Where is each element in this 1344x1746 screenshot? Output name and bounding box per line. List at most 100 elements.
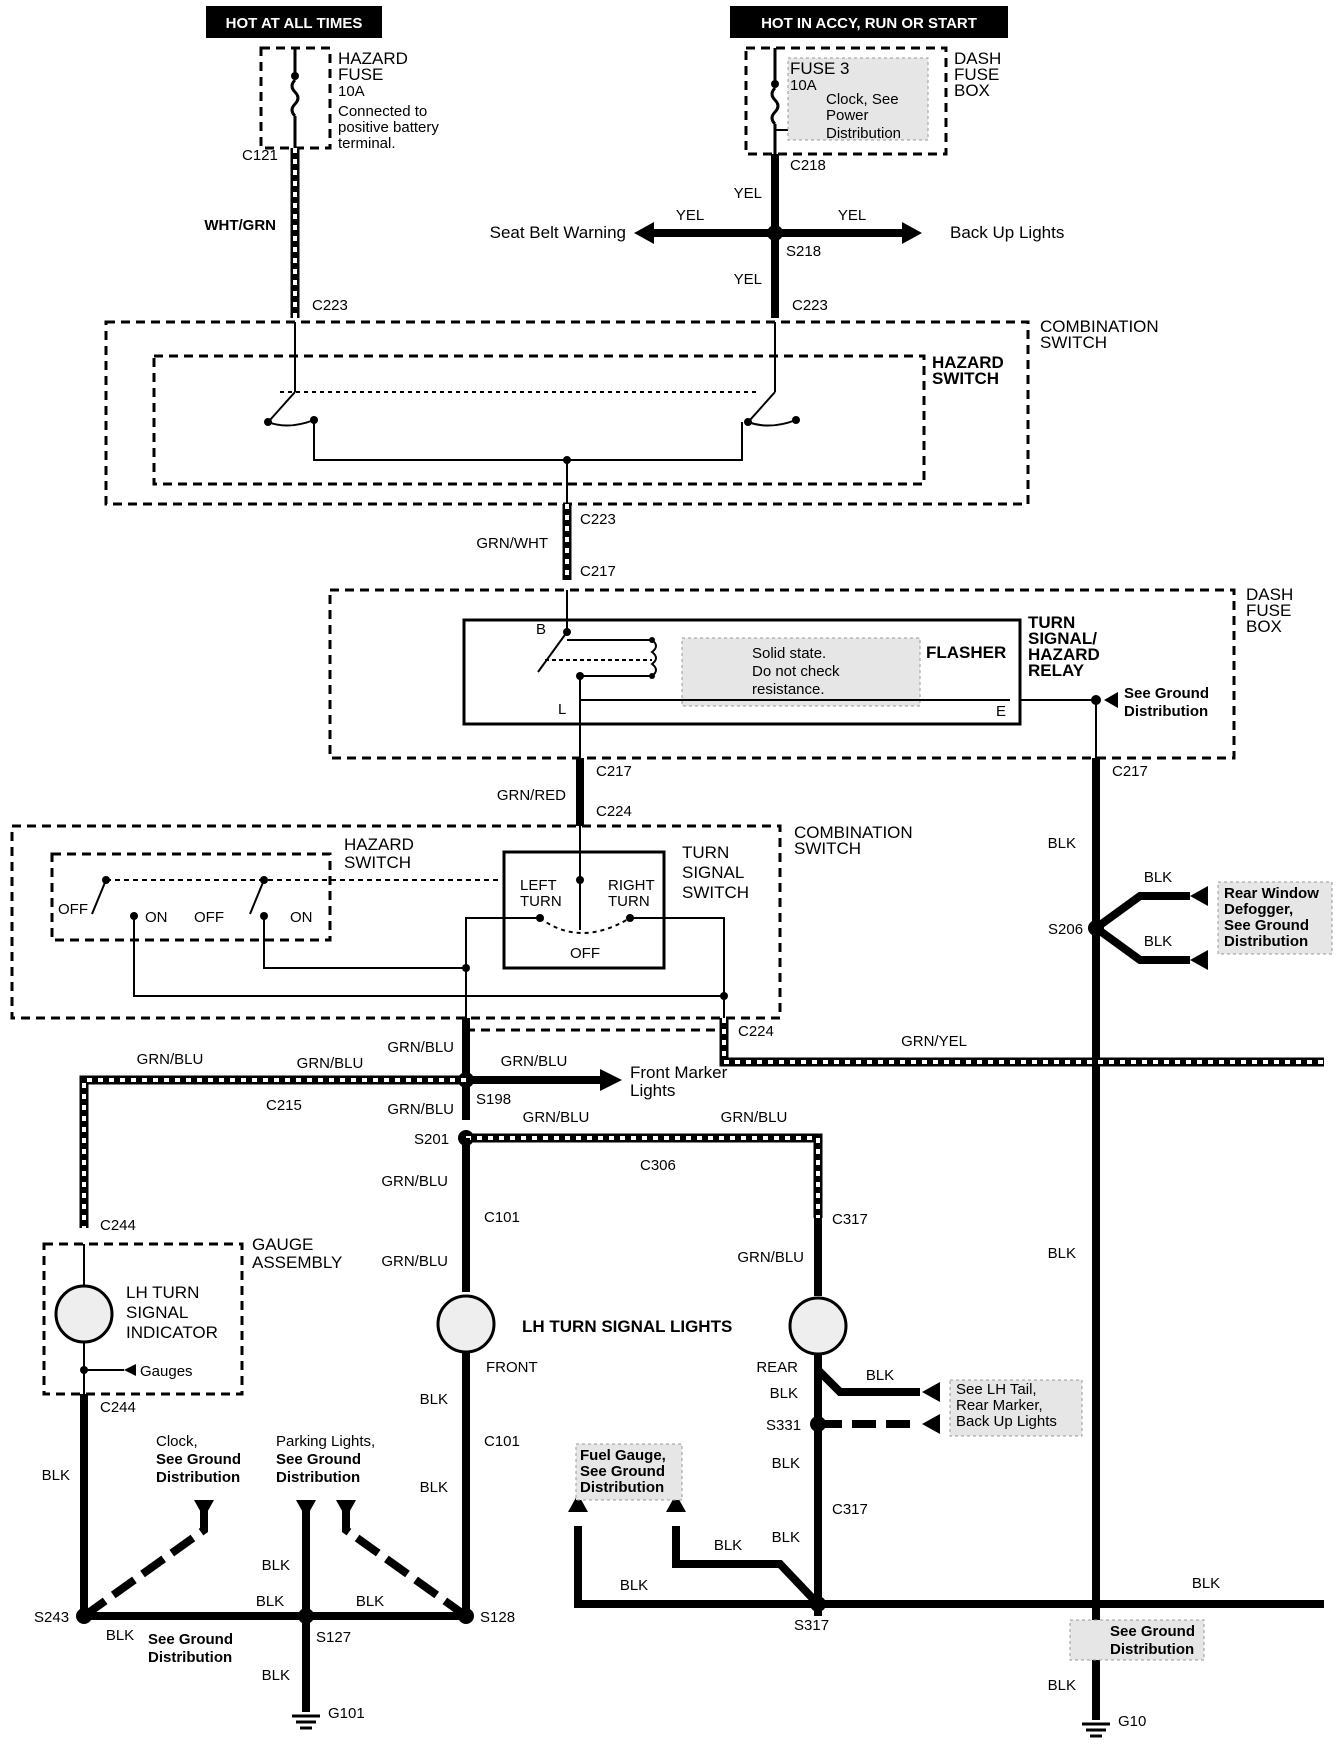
wire-grn-wht: GRN/WHT <box>476 535 548 552</box>
dest-back-up-lights: Back Up Lights <box>950 223 1064 242</box>
fuse-3-label: FUSE 3 <box>790 59 850 78</box>
wire-grn-red: GRN/RED <box>497 787 566 804</box>
dash-fuse-box-top-label-2: FUSE <box>954 65 999 84</box>
relay-pin-b: B <box>536 621 546 638</box>
hazard-mid-on-1: ON <box>145 909 168 926</box>
hazard-switch-mid <box>50 852 332 942</box>
wire-grn-blu-left-2: GRN/BLU <box>297 1055 364 1072</box>
wire-wht-grn: WHT/GRN <box>204 217 276 234</box>
wire-blk-s243: BLK <box>106 1627 134 1644</box>
relay-pin-l: L <box>558 701 566 718</box>
lh-tail-2: Rear Marker, <box>956 1397 1043 1414</box>
ground-g10: G10 <box>1118 1713 1146 1730</box>
clock-ref-1: Clock, <box>156 1433 198 1450</box>
relay-pin-e: E <box>996 703 1006 720</box>
connector-c244-top: C244 <box>100 1217 136 1234</box>
connector-c121: C121 <box>242 147 278 164</box>
connector-c101-bot: C101 <box>484 1433 520 1450</box>
hazard-fuse-name: HAZARD <box>338 49 408 68</box>
gauge-assembly-2: ASSEMBLY <box>252 1253 342 1272</box>
rear-window-1: Rear Window <box>1224 885 1319 902</box>
connector-c223-left: C223 <box>312 297 348 314</box>
lh-tail-3: Back Up Lights <box>956 1413 1057 1430</box>
wire-blk-fuel-2: BLK <box>714 1537 742 1554</box>
gauge-assembly <box>42 1242 244 1396</box>
rear-lamp-icon <box>788 1296 848 1356</box>
splice-s201: S201 <box>414 1131 449 1148</box>
fuse-3-rating: 10A <box>790 77 817 94</box>
front-marker-1: Front Marker <box>630 1063 728 1082</box>
gauges-label: Gauges <box>140 1363 193 1380</box>
wire-grn-yel: GRN/YEL <box>901 1033 967 1050</box>
relay-title-1: TURN <box>1028 613 1075 632</box>
rear-light-label: REAR <box>756 1359 798 1376</box>
connector-c317-bot: C317 <box>832 1501 868 1518</box>
lh-turn-indicator-lamp-icon <box>54 1284 114 1344</box>
relay-solid-state-3: resistance. <box>752 681 825 698</box>
fuel-gauge-2: See Ground <box>580 1463 665 1480</box>
hazard-switch-top-label-2: SWITCH <box>932 369 999 388</box>
hazard-fuse-note-1: Connected to <box>338 103 427 120</box>
splice-s206: S206 <box>1048 921 1083 938</box>
lh-turn-indicator-3: INDICATOR <box>126 1323 218 1342</box>
hazard-fuse-note-3: terminal. <box>338 135 396 152</box>
connector-c224-top: C224 <box>596 803 632 820</box>
turn-signal-switch-3: SWITCH <box>682 883 749 902</box>
dest-seat-belt-warning: Seat Belt Warning <box>490 223 626 242</box>
wire-grn-blu-rear-light: GRN/BLU <box>737 1249 804 1266</box>
combination-switch-top-label-2: SWITCH <box>1040 333 1107 352</box>
front-light-label: FRONT <box>486 1359 538 1376</box>
s243-ground-1: See Ground <box>148 1631 233 1648</box>
wire-blk-front-1: BLK <box>420 1391 448 1408</box>
hot-in-accy-banner <box>730 6 1008 38</box>
wire-blk-rear-3: BLK <box>772 1529 800 1546</box>
hot-in-accy-label: HOT IN ACCY, RUN OR START <box>761 15 977 32</box>
hot-at-all-times-label: HOT AT ALL TIMES <box>226 15 363 32</box>
hazard-switch-top-label-1: HAZARD <box>932 353 1004 372</box>
hazard-fuse-name-2: FUSE <box>338 65 383 84</box>
wire-blk-s127-left: BLK <box>256 1593 284 1610</box>
left-turn-2: TURN <box>520 893 562 910</box>
wire-grn-blu-top: GRN/BLU <box>387 1039 454 1056</box>
splice-s218: S218 <box>786 243 821 260</box>
connector-c215: C215 <box>266 1097 302 1114</box>
fuse-3-note-1: Clock, See <box>826 91 899 108</box>
gauge-assembly-1: GAUGE <box>252 1235 313 1254</box>
splice-s243: S243 <box>34 1609 69 1626</box>
parking-ref-3: Distribution <box>276 1469 360 1486</box>
combination-switch-mid-label-2: SWITCH <box>794 839 861 858</box>
s243-ground-2: Distribution <box>148 1649 232 1666</box>
dash-fuse-box-label-3: BOX <box>1246 617 1282 636</box>
wire-blk-s206-bot: BLK <box>1144 933 1172 950</box>
rear-window-4: Distribution <box>1224 933 1308 950</box>
wire-blk-rear-2: BLK <box>772 1455 800 1472</box>
wire-grn-blu-rear: GRN/BLU <box>721 1109 788 1126</box>
dash-fuse-box-top-label-1: DASH <box>954 49 1001 68</box>
hazard-switch-mid-label-2: SWITCH <box>344 853 411 872</box>
combination-switch-mid <box>10 824 782 1020</box>
wire-blk-fuel-1: BLK <box>620 1577 648 1594</box>
relay-title-2: SIGNAL/ <box>1028 629 1097 648</box>
clock-ref-3: Distribution <box>156 1469 240 1486</box>
wire-yel-right: YEL <box>838 207 866 224</box>
wire-blk-gauge: BLK <box>42 1467 70 1484</box>
fuel-gauge-3: Distribution <box>580 1479 664 1496</box>
right-turn-1: RIGHT <box>608 877 655 894</box>
turn-signal-switch-1: TURN <box>682 843 729 862</box>
wire-grn-blu-front-light: GRN/BLU <box>381 1253 448 1270</box>
wire-blk-g101: BLK <box>262 1667 290 1684</box>
wire-blk-right-1: BLK <box>1048 835 1076 852</box>
fuse-3-note-3: Distribution <box>826 125 901 142</box>
connector-c244-bot: C244 <box>100 1399 136 1416</box>
front-lamp-icon <box>436 1294 496 1354</box>
wire-yel-top: YEL <box>734 185 762 202</box>
dash-fuse-box-relay <box>328 588 1236 760</box>
turn-signal-switch-2: SIGNAL <box>682 863 744 882</box>
wire-grn-blu-s201: GRN/BLU <box>523 1109 590 1126</box>
dash-fuse-box-top-label-3: BOX <box>954 81 990 100</box>
connector-c217-right: C217 <box>1112 763 1148 780</box>
hazard-switch-top <box>152 354 926 486</box>
connector-c317-top: C317 <box>832 1211 868 1228</box>
dash-fuse-box-label-2: FUSE <box>1246 601 1291 620</box>
dash-fuse-box-label-1: DASH <box>1246 585 1293 604</box>
